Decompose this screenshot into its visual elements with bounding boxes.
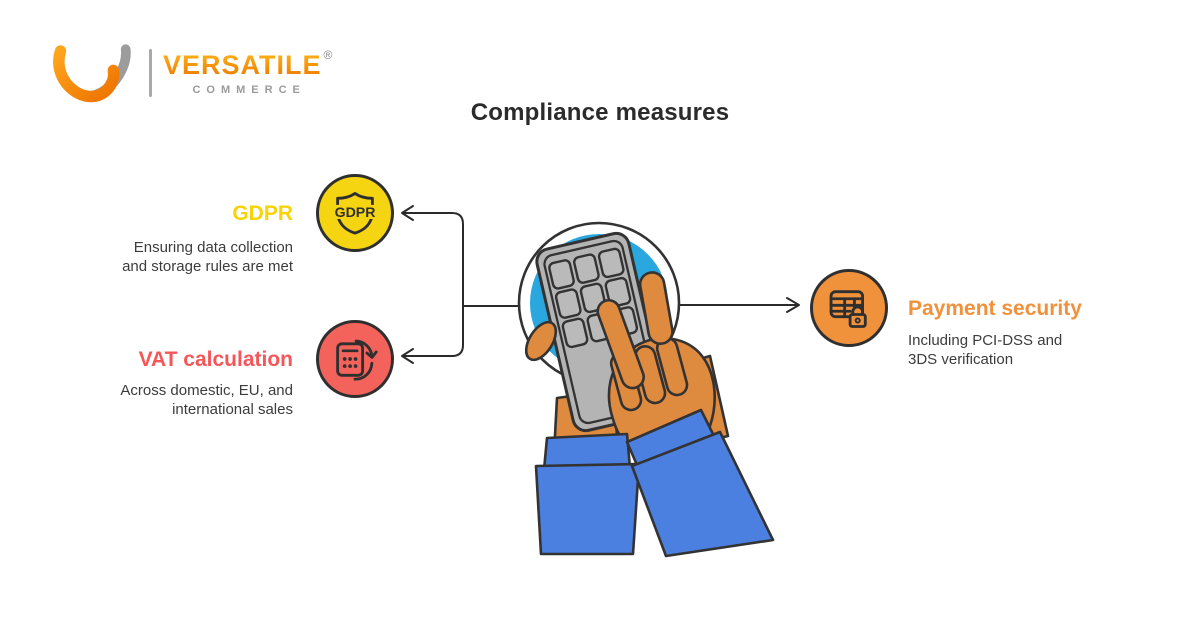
left-bracket-connector xyxy=(402,212,464,357)
gdpr-label: GDPR xyxy=(232,202,293,225)
payment-table-lock-icon xyxy=(829,290,867,328)
arrowhead-to-gdpr xyxy=(401,205,414,221)
gdpr-icon-text: GDPR xyxy=(335,204,376,220)
registered-mark: ® xyxy=(323,48,333,62)
vat-label: VAT calculation xyxy=(138,348,293,371)
right-thumb xyxy=(638,271,674,345)
left-thumb xyxy=(524,320,558,362)
left-sleeve xyxy=(534,462,641,556)
brand-name: VERSATILE xyxy=(163,50,322,80)
gdpr-description: Ensuring data collection and storage rul… xyxy=(122,239,293,275)
vat-node-label-block: VAT calculation xyxy=(93,348,293,371)
payment-label: Payment security xyxy=(908,297,1082,320)
index-finger xyxy=(596,298,645,390)
vat-icon xyxy=(316,320,394,398)
payment-node-label-block: Payment security xyxy=(908,297,1082,320)
arrowhead-to-vat xyxy=(401,348,414,364)
vat-description: Across domestic, EU, and international s… xyxy=(120,382,293,418)
versatile-logo: VERSATILE ® COMMERCE xyxy=(50,40,332,106)
calculator-sync-icon xyxy=(336,339,378,381)
page-title: Compliance measures xyxy=(470,99,730,126)
logo-divider xyxy=(149,49,152,97)
v-mark-icon xyxy=(53,44,131,103)
brand-subtitle: COMMERCE xyxy=(192,84,306,96)
payment-icon xyxy=(810,269,888,347)
gdpr-node-label-block: GDPR xyxy=(103,202,293,225)
hands-calculator-illustration xyxy=(517,221,775,558)
gdpr-icon: GDPR xyxy=(316,174,394,252)
right-sleeve xyxy=(630,430,775,558)
payment-description: Including PCI-DSS and 3DS verification xyxy=(908,332,1063,368)
gdpr-shield-icon: GDPR xyxy=(332,192,378,235)
arrowhead-to-payment xyxy=(786,297,800,313)
